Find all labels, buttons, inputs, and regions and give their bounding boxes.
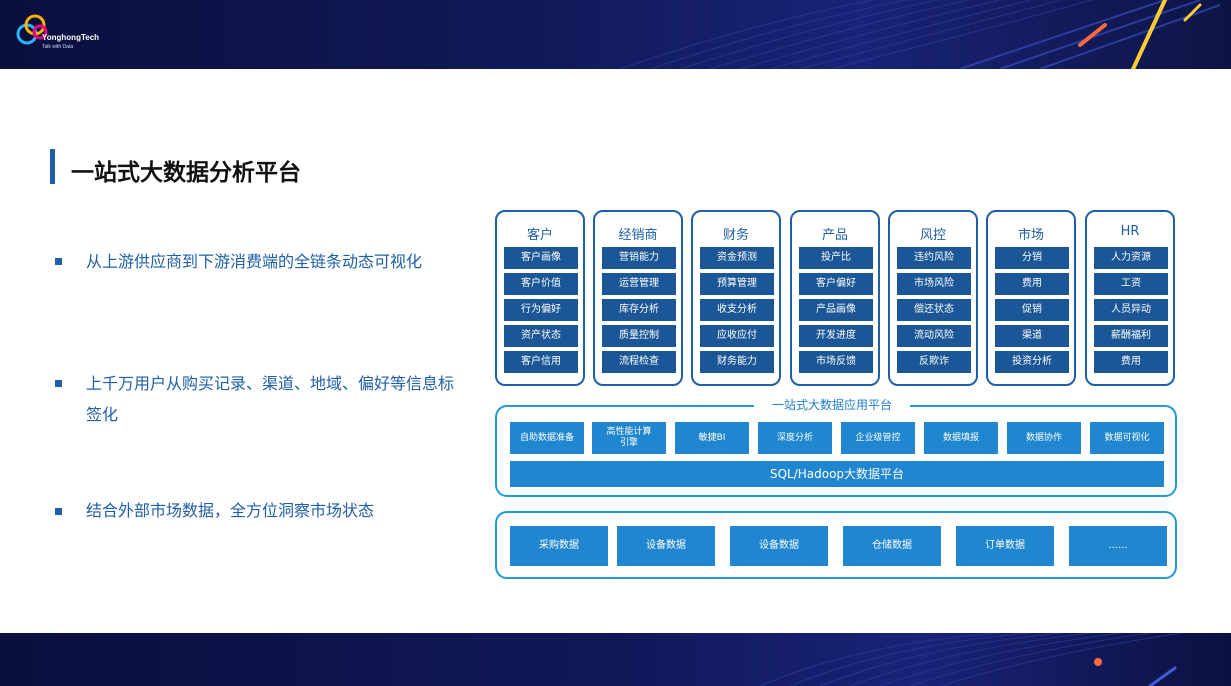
category-item: 财务能力: [700, 351, 774, 373]
category-item: 客户偏好: [799, 273, 873, 295]
category-column: 客户客户画像客户价值行为偏好资产状态客户信用: [495, 210, 585, 386]
data-source: 采购数据: [510, 526, 608, 566]
category-column: HR 人力资源工资人员异动薪酬福利费用: [1085, 210, 1175, 386]
category-item: 人员异动: [1094, 299, 1168, 321]
category-item: 应收应付: [700, 325, 774, 347]
category-item: 人力资源: [1094, 247, 1168, 269]
category-item: 市场反馈: [799, 351, 873, 373]
data-source: 设备数据: [617, 526, 715, 566]
bullet-icon: [55, 508, 62, 515]
logo-brand: YonghongTech: [42, 33, 100, 42]
category-item: 流程检查: [602, 351, 676, 373]
category-item: 产品画像: [799, 299, 873, 321]
logo-rings-icon: [16, 14, 48, 45]
category-item: 偿还状态: [897, 299, 971, 321]
platform-tool: 企业级管控: [841, 422, 915, 454]
application-platform-label: 一站式大数据应用平台: [754, 396, 911, 413]
bullet-icon: [55, 258, 62, 265]
bullet-text-3: 结合外部市场数据，全方位洞察市场状态: [86, 501, 375, 520]
category-title: 经销商: [618, 228, 658, 243]
bullet-text-2: 上千万用户从购买记录、渠道、地域、偏好等信息标签化: [86, 374, 455, 424]
category-item: 资产状态: [504, 325, 578, 347]
category-item: 投产比: [799, 247, 873, 269]
category-item: 工资: [1094, 273, 1168, 295]
category-title: 市场: [1017, 228, 1044, 243]
logo-tagline: Talk with Data: [42, 44, 74, 50]
category-item: 质量控制: [602, 325, 676, 347]
category-item: 库存分析: [602, 299, 676, 321]
category-item: 客户画像: [504, 247, 578, 269]
category-title: 财务: [722, 228, 749, 243]
category-column: 财务资金预测预算管理收支分析应收应付财务能力: [691, 210, 781, 386]
platform-tool: 高性能计算 引擎: [592, 422, 666, 454]
category-item: 行为偏好: [504, 299, 578, 321]
category-item: 投资分析: [995, 351, 1069, 373]
category-item: 客户信用: [504, 351, 578, 373]
platform-tool: 数据可视化: [1090, 422, 1164, 454]
data-source: ......: [1069, 526, 1167, 566]
category-item: 市场风险: [897, 273, 971, 295]
page-title: 一站式大数据分析平台: [71, 160, 301, 186]
category-title: 风控: [919, 228, 946, 243]
platform-tool: 深度分析: [758, 422, 832, 454]
bullet-icon: [55, 380, 62, 387]
category-item: 预算管理: [700, 273, 774, 295]
category-item: 促销: [995, 299, 1069, 321]
data-source: 仓储数据: [843, 526, 941, 566]
category-item: 开发进度: [799, 325, 873, 347]
category-item: 客户价值: [504, 273, 578, 295]
banner-decoration: [759, 633, 1181, 686]
category-item: 运营管理: [602, 273, 676, 295]
category-item: 收支分析: [700, 299, 774, 321]
data-source: 设备数据: [730, 526, 828, 566]
banner-decoration: [619, 0, 1221, 69]
category-column: 市场分销费用促销渠道投资分析: [986, 210, 1076, 386]
top-banner: YonghongTech Talk with Data: [0, 0, 1231, 69]
bottom-banner: [0, 633, 1231, 686]
category-column: 风控违约风险市场风险偿还状态流动风险反欺诈: [888, 210, 978, 386]
category-item: 费用: [995, 273, 1069, 295]
category-item: 违约风险: [897, 247, 971, 269]
data-source: 订单数据: [956, 526, 1054, 566]
sql-hadoop-bar: SQL/Hadoop大数据平台: [510, 461, 1164, 487]
category-column: 产品投产比客户偏好产品画像开发进度市场反馈: [790, 210, 880, 386]
category-item: 费用: [1094, 351, 1168, 373]
category-item: 资金预测: [700, 247, 774, 269]
category-title: HR: [1120, 224, 1140, 239]
category-item: 反欺诈: [897, 351, 971, 373]
category-column: 经销商营销能力运营管理库存分析质量控制流程检查: [593, 210, 683, 386]
category-item: 流动风险: [897, 325, 971, 347]
platform-tool: 敏捷BI: [675, 422, 749, 454]
title-accent-bar: [50, 149, 55, 184]
category-item: 分销: [995, 247, 1069, 269]
logo: [14, 10, 114, 56]
data-sources-panel: [495, 511, 1177, 579]
category-title: 产品: [821, 228, 848, 243]
category-item: 渠道: [995, 325, 1069, 347]
bullet-text-1: 从上游供应商到下游消费端的全链条动态可视化: [86, 252, 423, 271]
category-title: 客户: [526, 228, 553, 243]
category-item: 营销能力: [602, 247, 676, 269]
platform-tool: 数据协作: [1007, 422, 1081, 454]
category-item: 薪酬福利: [1094, 325, 1168, 347]
platform-tool: 自助数据准备: [510, 422, 584, 454]
platform-tool: 数据填报: [924, 422, 998, 454]
